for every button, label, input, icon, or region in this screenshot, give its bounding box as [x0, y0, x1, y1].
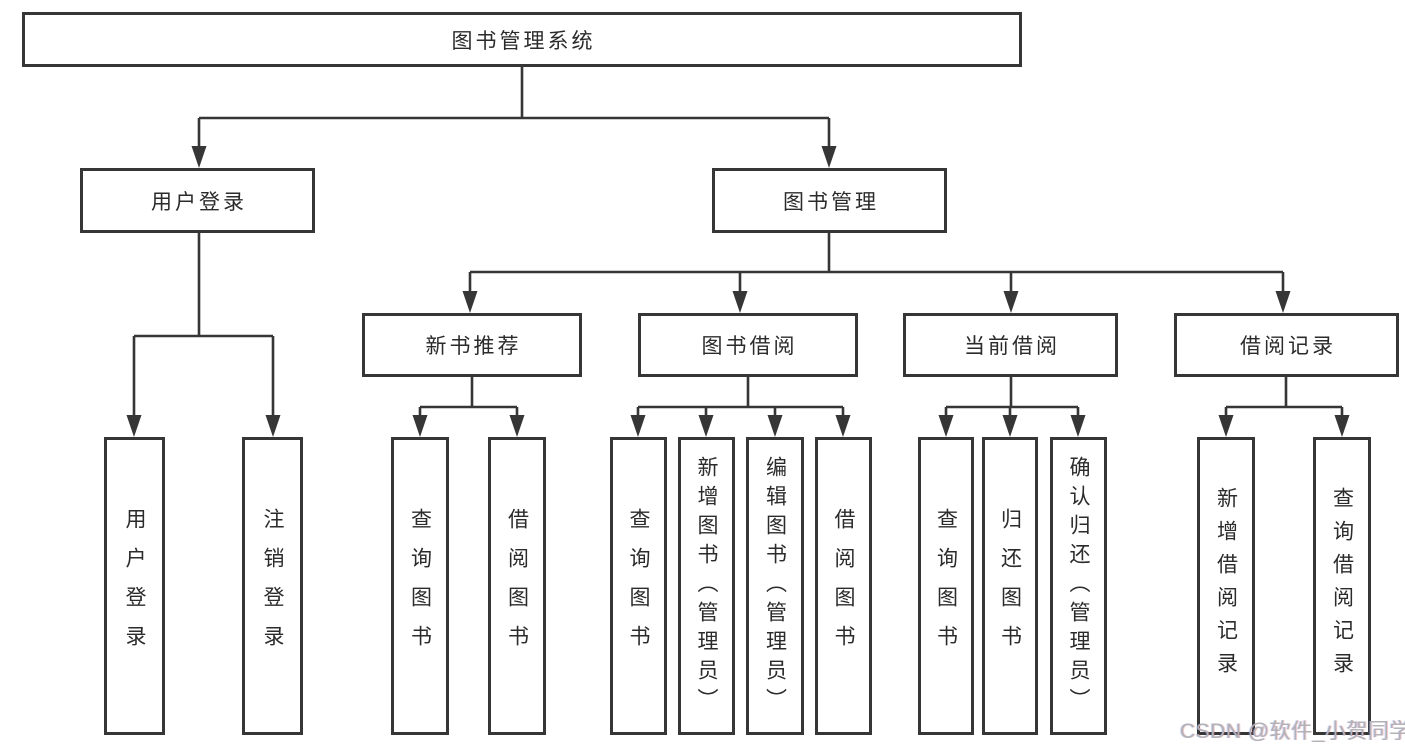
- leaf-return-books: 归还图书: [982, 437, 1038, 735]
- leaf-add-books-admin: 新增图书（管理员）: [678, 437, 735, 735]
- node-root: 图书管理系统: [22, 12, 1022, 67]
- node-user-login: 用户登录: [80, 168, 315, 233]
- leaf-borrow-query-books: 查询图书: [610, 437, 667, 735]
- leaf-logout: 注销登录: [242, 437, 303, 735]
- leaf-add-borrow-record: 新增借阅记录: [1197, 437, 1255, 735]
- leaf-borrow-books: 借阅图书: [815, 437, 872, 735]
- leaf-confirm-return-admin: 确认归还（管理员）: [1050, 437, 1107, 735]
- leaf-user-login: 用户登录: [104, 437, 165, 735]
- node-current-borrow: 当前借阅: [903, 313, 1118, 377]
- node-book-management: 图书管理: [712, 168, 947, 233]
- leaf-recommend-query-books: 查询图书: [391, 437, 449, 735]
- watermark: CSDN @软件_小贺同学: [1180, 720, 1405, 743]
- arrowhead-icons: [126, 146, 1350, 437]
- leaf-query-borrow-record: 查询借阅记录: [1313, 437, 1371, 735]
- node-new-book-recommend: 新书推荐: [362, 313, 582, 377]
- leaf-edit-books-admin: 编辑图书（管理员）: [746, 437, 804, 735]
- node-borrow-records: 借阅记录: [1174, 313, 1399, 377]
- leaf-current-query-books: 查询图书: [918, 437, 974, 735]
- node-book-borrow: 图书借阅: [638, 313, 858, 377]
- leaf-recommend-borrow-books: 借阅图书: [488, 437, 546, 735]
